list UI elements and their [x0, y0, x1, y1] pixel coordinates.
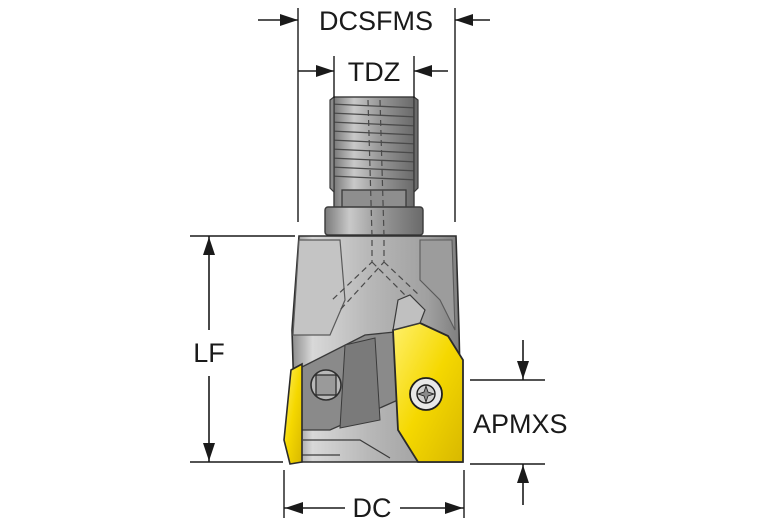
apmxs-label: APMXS	[473, 409, 568, 439]
dcsfms-label: DCSFMS	[319, 6, 433, 36]
dim-apmxs: APMXS	[470, 340, 568, 505]
tdz-label: TDZ	[348, 57, 400, 87]
dc-label: DC	[353, 493, 392, 523]
thread-teeth	[329, 103, 419, 181]
lf-label: LF	[193, 338, 225, 368]
hex-socket-icon	[310, 369, 342, 401]
thread-neck	[341, 189, 407, 209]
shank-collar	[324, 206, 424, 236]
dim-tdz: TDZ	[298, 56, 448, 98]
dim-dc: DC	[283, 470, 465, 523]
coolant-channel-shank	[367, 99, 373, 237]
dim-lf: LF	[190, 235, 295, 463]
insert-right	[392, 294, 464, 463]
body-flat-face	[292, 239, 346, 336]
coolant-channels	[329, 240, 421, 311]
insert-left	[283, 362, 303, 465]
torx-screw-icon	[409, 377, 443, 411]
dim-dcsfms: DCSFMS	[258, 6, 490, 222]
threaded-shank	[324, 95, 424, 237]
